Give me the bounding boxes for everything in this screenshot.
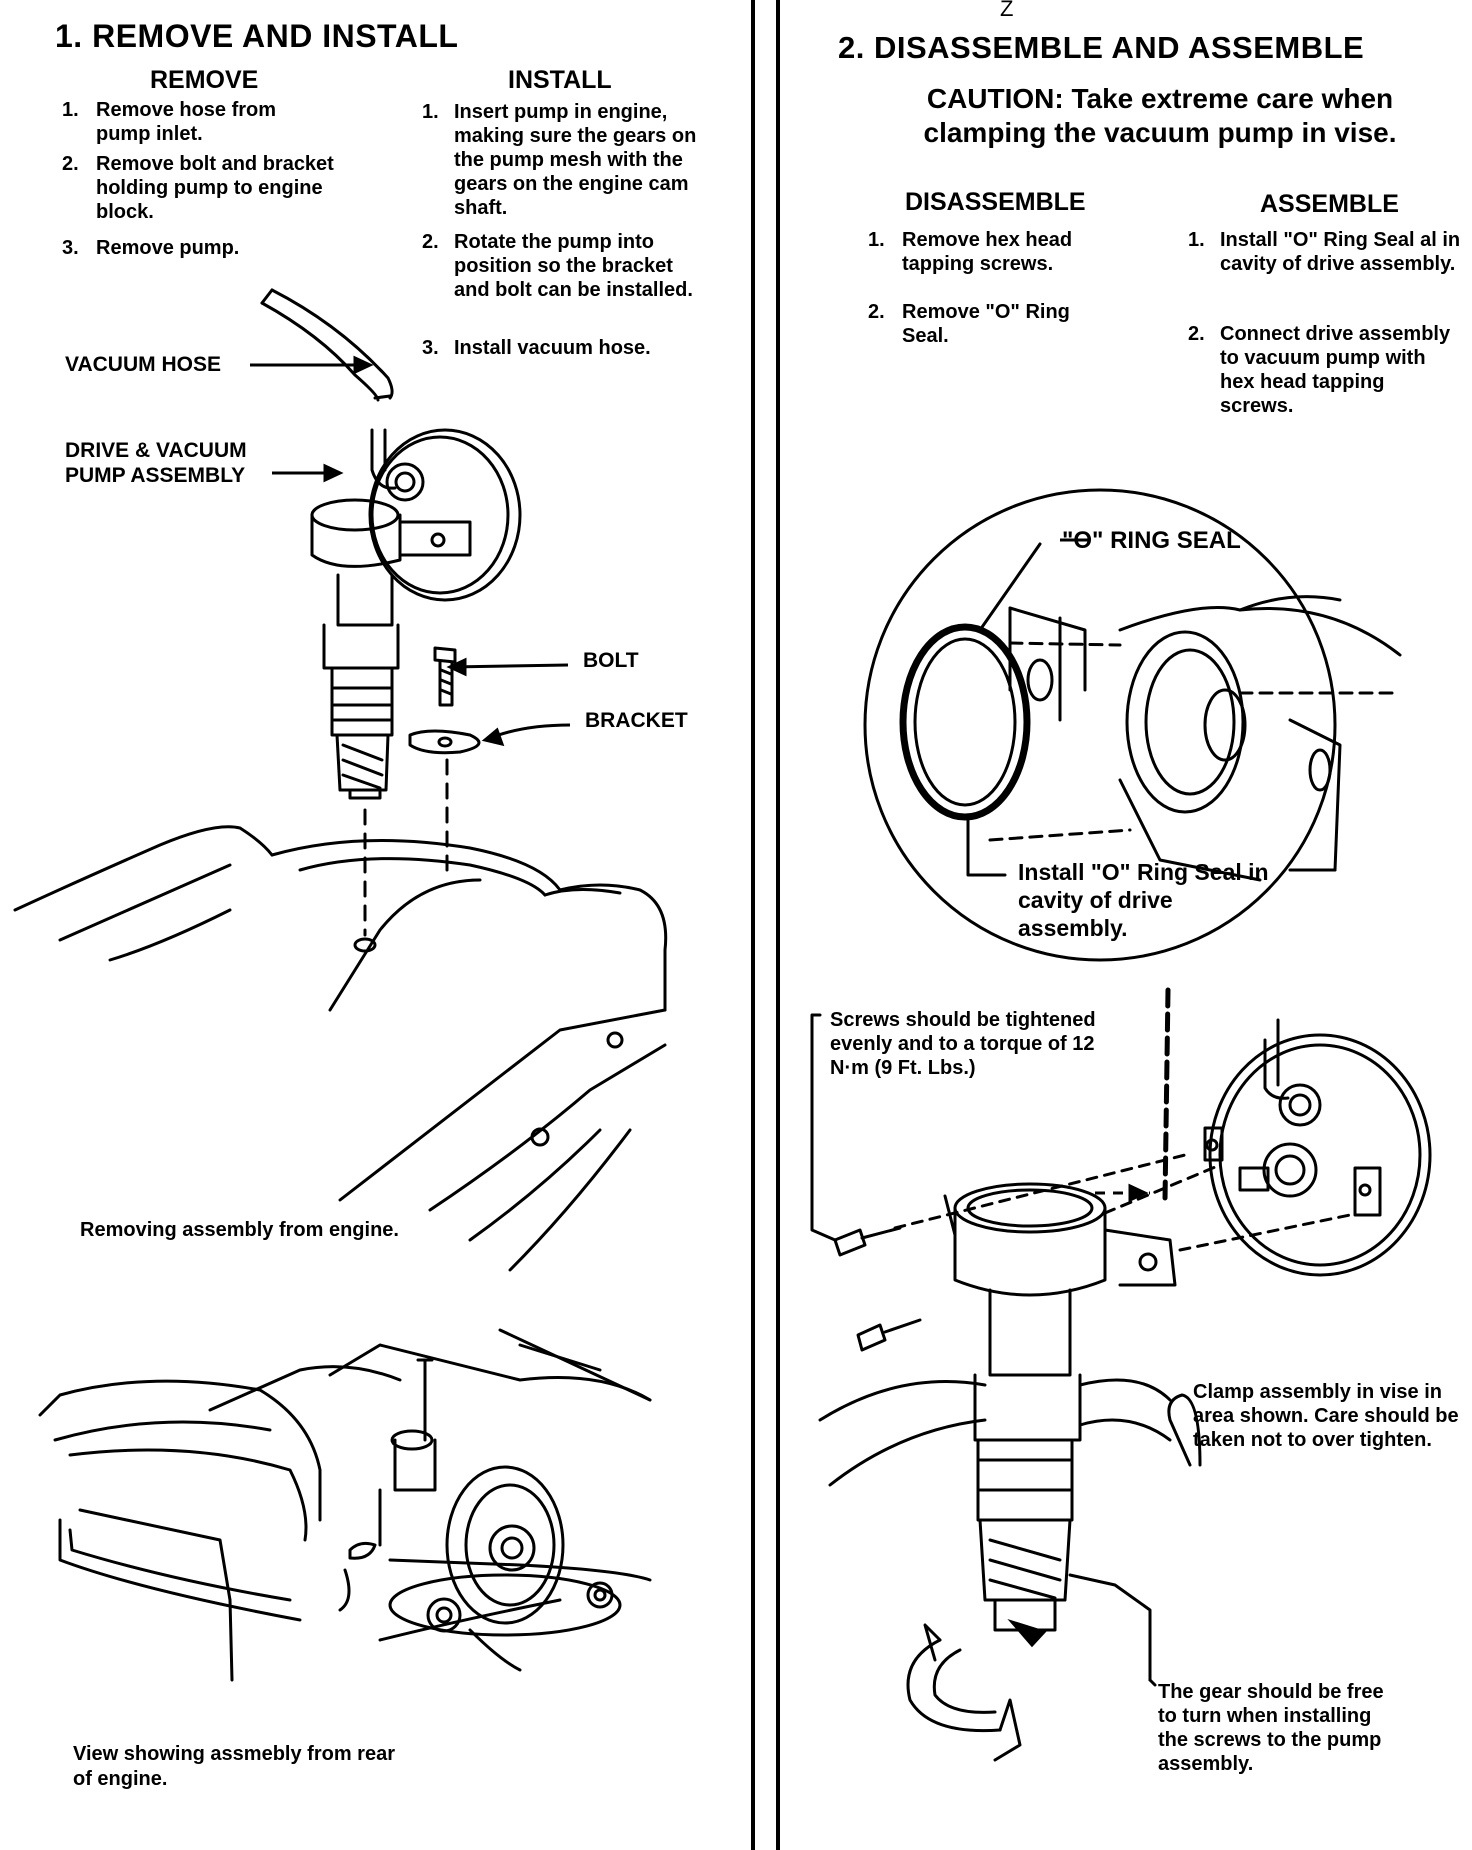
screws-leader xyxy=(810,1013,837,1242)
step-number: 2. xyxy=(868,301,885,323)
engine-block-drawing xyxy=(13,825,668,1272)
remove-heading: REMOVE xyxy=(150,66,259,94)
caution-note: CAUTION: Take extreme care when clamping… xyxy=(923,83,1397,148)
label-install-oring: Install "O" Ring Seal in cavity of drive… xyxy=(1018,859,1269,941)
step-text: Rotate the pump into position so the bra… xyxy=(454,231,693,301)
step-text: Remove pump. xyxy=(96,237,240,259)
assemble-heading: ASSEMBLE xyxy=(1260,190,1399,218)
label-oring-seal: "O" RING SEAL xyxy=(1062,527,1241,554)
remove-step-1: 1. Remove hose from pump inlet. xyxy=(62,98,332,146)
label-bracket: BRACKET xyxy=(585,709,688,732)
disassemble-heading: DISASSEMBLE xyxy=(905,188,1086,216)
label-vacuum-hose: VACUUM HOSE xyxy=(65,353,221,376)
assemble-step-2: 2. Connect drive assembly to vacuum pump… xyxy=(1188,322,1453,418)
rear-view-drawing xyxy=(38,1328,652,1682)
step-text: Remove bolt and bracket holding pump to … xyxy=(96,153,334,223)
caption-rear-view: View showing assmebly from rear of engin… xyxy=(73,1743,395,1790)
gear-leader xyxy=(1068,1573,1152,1682)
remove-step-3: 3. Remove pump. xyxy=(62,236,332,260)
step-text: Remove hose from pump inlet. xyxy=(96,99,277,145)
label-bolt: BOLT xyxy=(583,649,639,672)
step-number: 3. xyxy=(62,237,79,259)
step-text: Remove "O" Ring Seal. xyxy=(902,301,1070,347)
guide-dashes-right xyxy=(988,641,1402,842)
step-number: 1. xyxy=(1188,229,1205,251)
disassemble-step-1: 1. Remove hex head tapping screws. xyxy=(868,228,1108,276)
install-heading: INSTALL xyxy=(508,66,612,94)
step-text: Install vacuum hose. xyxy=(454,337,651,359)
install-leader xyxy=(966,818,1007,877)
remove-step-2: 2. Remove bolt and bracket holding pump … xyxy=(62,152,342,224)
caption-removing: Removing assembly from engine. xyxy=(80,1219,399,1241)
bolt-bracket-drawing xyxy=(408,646,481,755)
clamp-leader xyxy=(1167,1393,1202,1467)
step-number: 1. xyxy=(422,101,439,123)
guide-dashes-left xyxy=(363,758,449,937)
assembly-guide xyxy=(1162,987,1171,1203)
step-number: 1. xyxy=(62,99,79,121)
disassemble-step-2: 2. Remove "O" Ring Seal. xyxy=(868,300,1088,348)
install-step-3: 3. Install vacuum hose. xyxy=(422,336,702,360)
label-clamp-note: Clamp assembly in vise in area shown. Ca… xyxy=(1193,1381,1459,1451)
step-number: 1. xyxy=(868,229,885,251)
pump-assembly-drawing xyxy=(310,428,522,800)
column-divider xyxy=(751,0,755,1850)
step-number: 2. xyxy=(62,153,79,175)
label-gear-note: The gear should be free to turn when ins… xyxy=(1158,1681,1384,1775)
exploded-dashes xyxy=(893,1153,1352,1252)
oring-leader xyxy=(978,542,1042,632)
step-text: Connect drive assembly to vacuum pump wi… xyxy=(1220,323,1451,417)
install-step-2: 2. Rotate the pump into position so the … xyxy=(422,230,702,302)
column-divider-2 xyxy=(776,0,780,1850)
step-text: Remove hex head tapping screws. xyxy=(902,229,1073,275)
step-text: Install "O" Ring Seal al in cavity of dr… xyxy=(1220,229,1461,275)
top-mark: Z xyxy=(1000,0,1014,21)
assemble-step-1: 1. Install "O" Ring Seal al in cavity of… xyxy=(1188,228,1466,276)
oring-magnified-drawing xyxy=(863,488,1402,962)
vacuum-hose-drawing xyxy=(260,288,394,402)
gear-leader-tip xyxy=(1148,1678,1157,1687)
label-screws-note: Screws should be tightened evenly and to… xyxy=(830,1009,1096,1079)
section2-title: 2. DISASSEMBLE AND ASSEMBLE xyxy=(838,30,1365,65)
section1-title: 1. REMOVE AND INSTALL xyxy=(55,18,459,54)
step-number: 2. xyxy=(1188,323,1205,345)
step-text: Insert pump in engine, making sure the g… xyxy=(454,101,697,219)
label-drive-pump: DRIVE & VACUUM PUMP ASSEMBLY xyxy=(65,439,247,487)
step-number: 3. xyxy=(422,337,439,359)
step-number: 2. xyxy=(422,231,439,253)
install-step-1: 1. Insert pump in engine, making sure th… xyxy=(422,100,702,220)
